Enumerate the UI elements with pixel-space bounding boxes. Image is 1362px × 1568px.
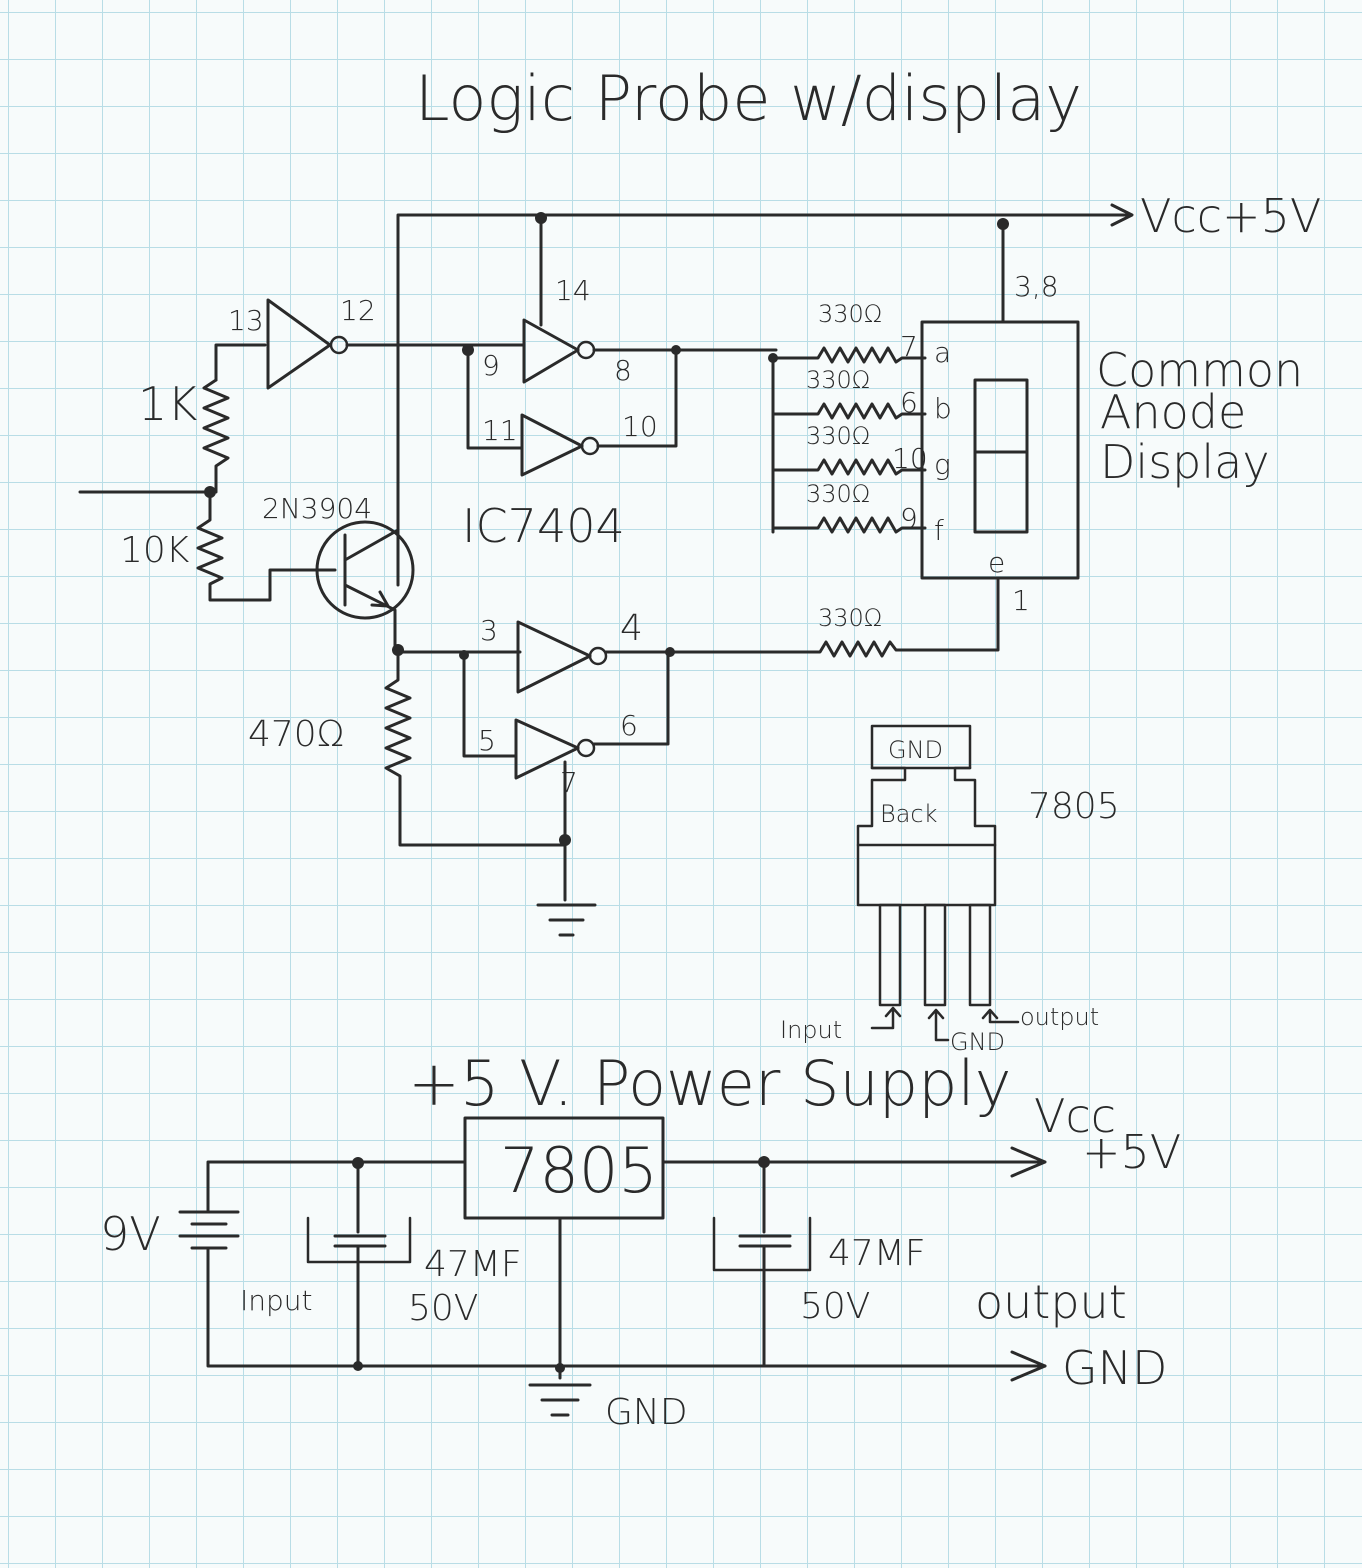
seg-a-value: 330Ω — [818, 300, 882, 328]
pin-6-label: 6 — [620, 709, 638, 742]
common-anode-display — [920, 320, 1080, 580]
input-capacitor — [333, 1161, 387, 1368]
seg-f-pin: 9 — [900, 502, 918, 535]
ground-symbol-top — [536, 903, 597, 937]
pin-10-label: 10 — [622, 410, 658, 443]
ground-symbol-bottom — [528, 1383, 592, 1417]
r1k-label: 1K — [138, 377, 197, 431]
pin-8-label: 8 — [614, 354, 632, 387]
power-supply-regulator — [463, 1116, 665, 1220]
seg-g-letter: g — [934, 448, 951, 481]
power-supply-title: +5 V. Power Supply — [408, 1047, 1011, 1120]
regulator-output-label: output — [1020, 1003, 1099, 1031]
gnd-out-label: GND — [1062, 1341, 1167, 1395]
regulator-pin-output — [968, 903, 992, 1007]
pin-3-label: 3 — [480, 614, 498, 647]
vcc-arrow — [1110, 203, 1134, 227]
inverter-5-6 — [514, 718, 580, 780]
seg-f-letter: f — [934, 514, 944, 547]
display-label-2: Anode — [1100, 385, 1246, 439]
vcc-top-label: Vcc+5V — [1140, 189, 1321, 243]
seg-e-letter: e — [988, 546, 1005, 579]
vcc-out-value: +5V — [1082, 1125, 1181, 1179]
transistor-2n3904 — [315, 520, 415, 620]
pin-4-label: 4 — [620, 608, 643, 649]
pin-9-label: 9 — [482, 349, 500, 382]
seg-b-value: 330Ω — [806, 366, 870, 394]
battery-label: 9V — [100, 1207, 161, 1261]
inverter-13-12 — [266, 298, 332, 390]
pin-7-label: 7 — [560, 766, 578, 799]
transistor-label: 2N3904 — [262, 492, 372, 525]
resistor-1k — [202, 378, 230, 494]
input-cap-value: 47MF — [424, 1244, 522, 1285]
seg-resistor-e — [604, 578, 1000, 658]
seg-a-pin: 7 — [900, 330, 918, 363]
r470-label: 470Ω — [248, 714, 344, 755]
output-capacitor — [738, 1160, 792, 1368]
display-label-3: Display — [1100, 435, 1270, 489]
inverter-11-10 — [520, 413, 584, 477]
output-cap-value: 47MF — [828, 1233, 926, 1274]
regulator-gnd-label: GND — [950, 1028, 1005, 1056]
gnd-label: GND — [605, 1392, 688, 1433]
seg-resistor-a — [771, 346, 927, 364]
input-cap-voltage: 50V — [408, 1288, 478, 1329]
display-label-1: Common — [1096, 343, 1303, 397]
inverter-9-8 — [522, 318, 580, 384]
seg-resistor-g — [771, 458, 927, 476]
seg-resistor-f — [771, 516, 927, 534]
vcc-out-label: Vcc — [1034, 1089, 1116, 1143]
pin-1-label: 1 — [1012, 584, 1030, 617]
resistor-470 — [384, 650, 567, 847]
seg-b-pin: 6 — [900, 386, 918, 419]
power-supply-reg-label: 7805 — [500, 1134, 658, 1207]
seg-g-value: 330Ω — [806, 422, 870, 450]
r10k-label: 10K — [120, 530, 190, 571]
regulator-part-label: 7805 — [1028, 786, 1120, 827]
ic-label: IC7404 — [462, 499, 625, 553]
regulator-pin-gnd — [923, 903, 947, 1007]
output-label: output — [975, 1275, 1127, 1329]
pin-11-label: 11 — [482, 414, 518, 447]
pin-13-label: 13 — [228, 304, 264, 337]
regulator-pin-input — [878, 903, 902, 1007]
regulator-input-label: Input — [780, 1016, 842, 1044]
seg-b-letter: b — [934, 392, 952, 425]
input-cap-label: Input — [240, 1284, 313, 1317]
seg-a-letter: a — [934, 336, 951, 369]
output-cap-voltage: 50V — [800, 1286, 870, 1327]
pin-38-label: 3,8 — [1014, 270, 1059, 303]
resistor-10k — [196, 490, 337, 602]
vcc-rail — [396, 213, 1132, 587]
seven-segment-digit — [973, 378, 1029, 534]
seg-e-value: 330Ω — [818, 604, 882, 632]
pin-12-label: 12 — [340, 294, 376, 327]
regulator-back-label: Back — [880, 800, 938, 828]
diagram-title: Logic Probe w/display — [415, 62, 1082, 135]
regulator-tab-gnd: GND — [888, 736, 943, 764]
battery-9v — [178, 1210, 240, 1250]
pin-14-label: 14 — [555, 274, 591, 307]
inverter-3-4 — [516, 620, 592, 694]
pin-5-label: 5 — [478, 724, 496, 757]
seg-f-value: 330Ω — [806, 480, 870, 508]
regulator-tab — [870, 724, 972, 770]
seg-resistor-b — [771, 402, 927, 420]
